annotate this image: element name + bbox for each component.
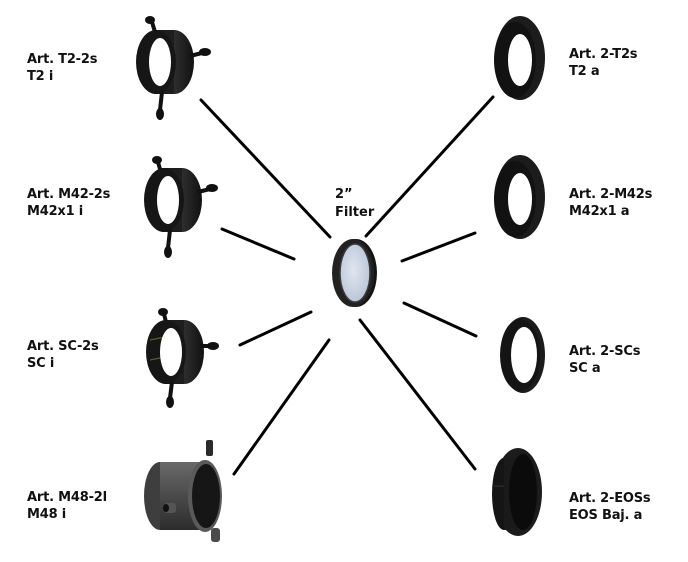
m48-2l-adapter-icon — [144, 440, 222, 542]
filter-text: Filter — [335, 205, 375, 220]
thread-type: SC a — [569, 361, 601, 376]
t2-2s-adapter-icon — [136, 16, 211, 120]
label-2-scs: Art. 2-SCs SC a — [569, 343, 640, 377]
m42-2s-adapter-icon — [144, 156, 218, 258]
connector-line-m42-i — [220, 227, 296, 261]
connector-line-m42-a — [400, 231, 477, 263]
thread-type: T2 a — [569, 64, 600, 79]
thread-type: SC i — [27, 356, 55, 371]
article-number: Art. 2-EOSs — [569, 491, 651, 506]
label-2-t2s: Art. 2-T2s T2 a — [569, 46, 638, 80]
connector-line-eos-a — [358, 318, 477, 471]
label-sc-2s: Art. SC-2s SC i — [27, 338, 99, 372]
connector-line-sc-a — [402, 301, 478, 338]
thread-type: M42x1 a — [569, 204, 630, 219]
article-number: Art. M48-2l — [27, 490, 107, 505]
filter-label: 2” Filter — [335, 186, 374, 222]
thread-type: M42x1 i — [27, 204, 84, 219]
2-eoss-adapter-icon — [492, 448, 542, 536]
article-number: Art. 2-SCs — [569, 344, 641, 359]
label-t2-2s: Art. T2-2s T2 i — [27, 51, 97, 85]
2-scs-adapter-icon — [500, 317, 545, 393]
filter-icon — [332, 239, 377, 307]
article-number: Art. M42-2s — [27, 187, 111, 202]
connector-line-t2-i — [199, 98, 332, 239]
article-number: Art. SC-2s — [27, 339, 99, 354]
label-m48-2l: Art. M48-2l M48 i — [27, 489, 107, 523]
article-number: Art. 2-M42s — [569, 187, 653, 202]
connector-lines — [199, 95, 495, 476]
thread-type: M48 i — [27, 507, 67, 522]
article-number: Art. T2-2s — [27, 52, 98, 67]
2-m42s-adapter-icon — [494, 155, 545, 239]
label-2-m42s: Art. 2-M42s M42x1 a — [569, 186, 652, 220]
connector-line-t2-a — [364, 95, 495, 238]
filter-size: 2” — [335, 187, 353, 202]
thread-type: T2 i — [27, 69, 54, 84]
2-t2s-adapter-icon — [494, 16, 545, 100]
label-2-eoss: Art. 2-EOSs EOS Baj. a — [569, 490, 651, 524]
sc-2s-adapter-icon — [146, 308, 219, 408]
label-m42-2s: Art. M42-2s M42x1 i — [27, 186, 110, 220]
thread-type: EOS Baj. a — [569, 508, 643, 523]
connector-line-sc-i — [238, 310, 313, 347]
article-number: Art. 2-T2s — [569, 47, 638, 62]
connector-line-m48-i — [232, 338, 331, 476]
